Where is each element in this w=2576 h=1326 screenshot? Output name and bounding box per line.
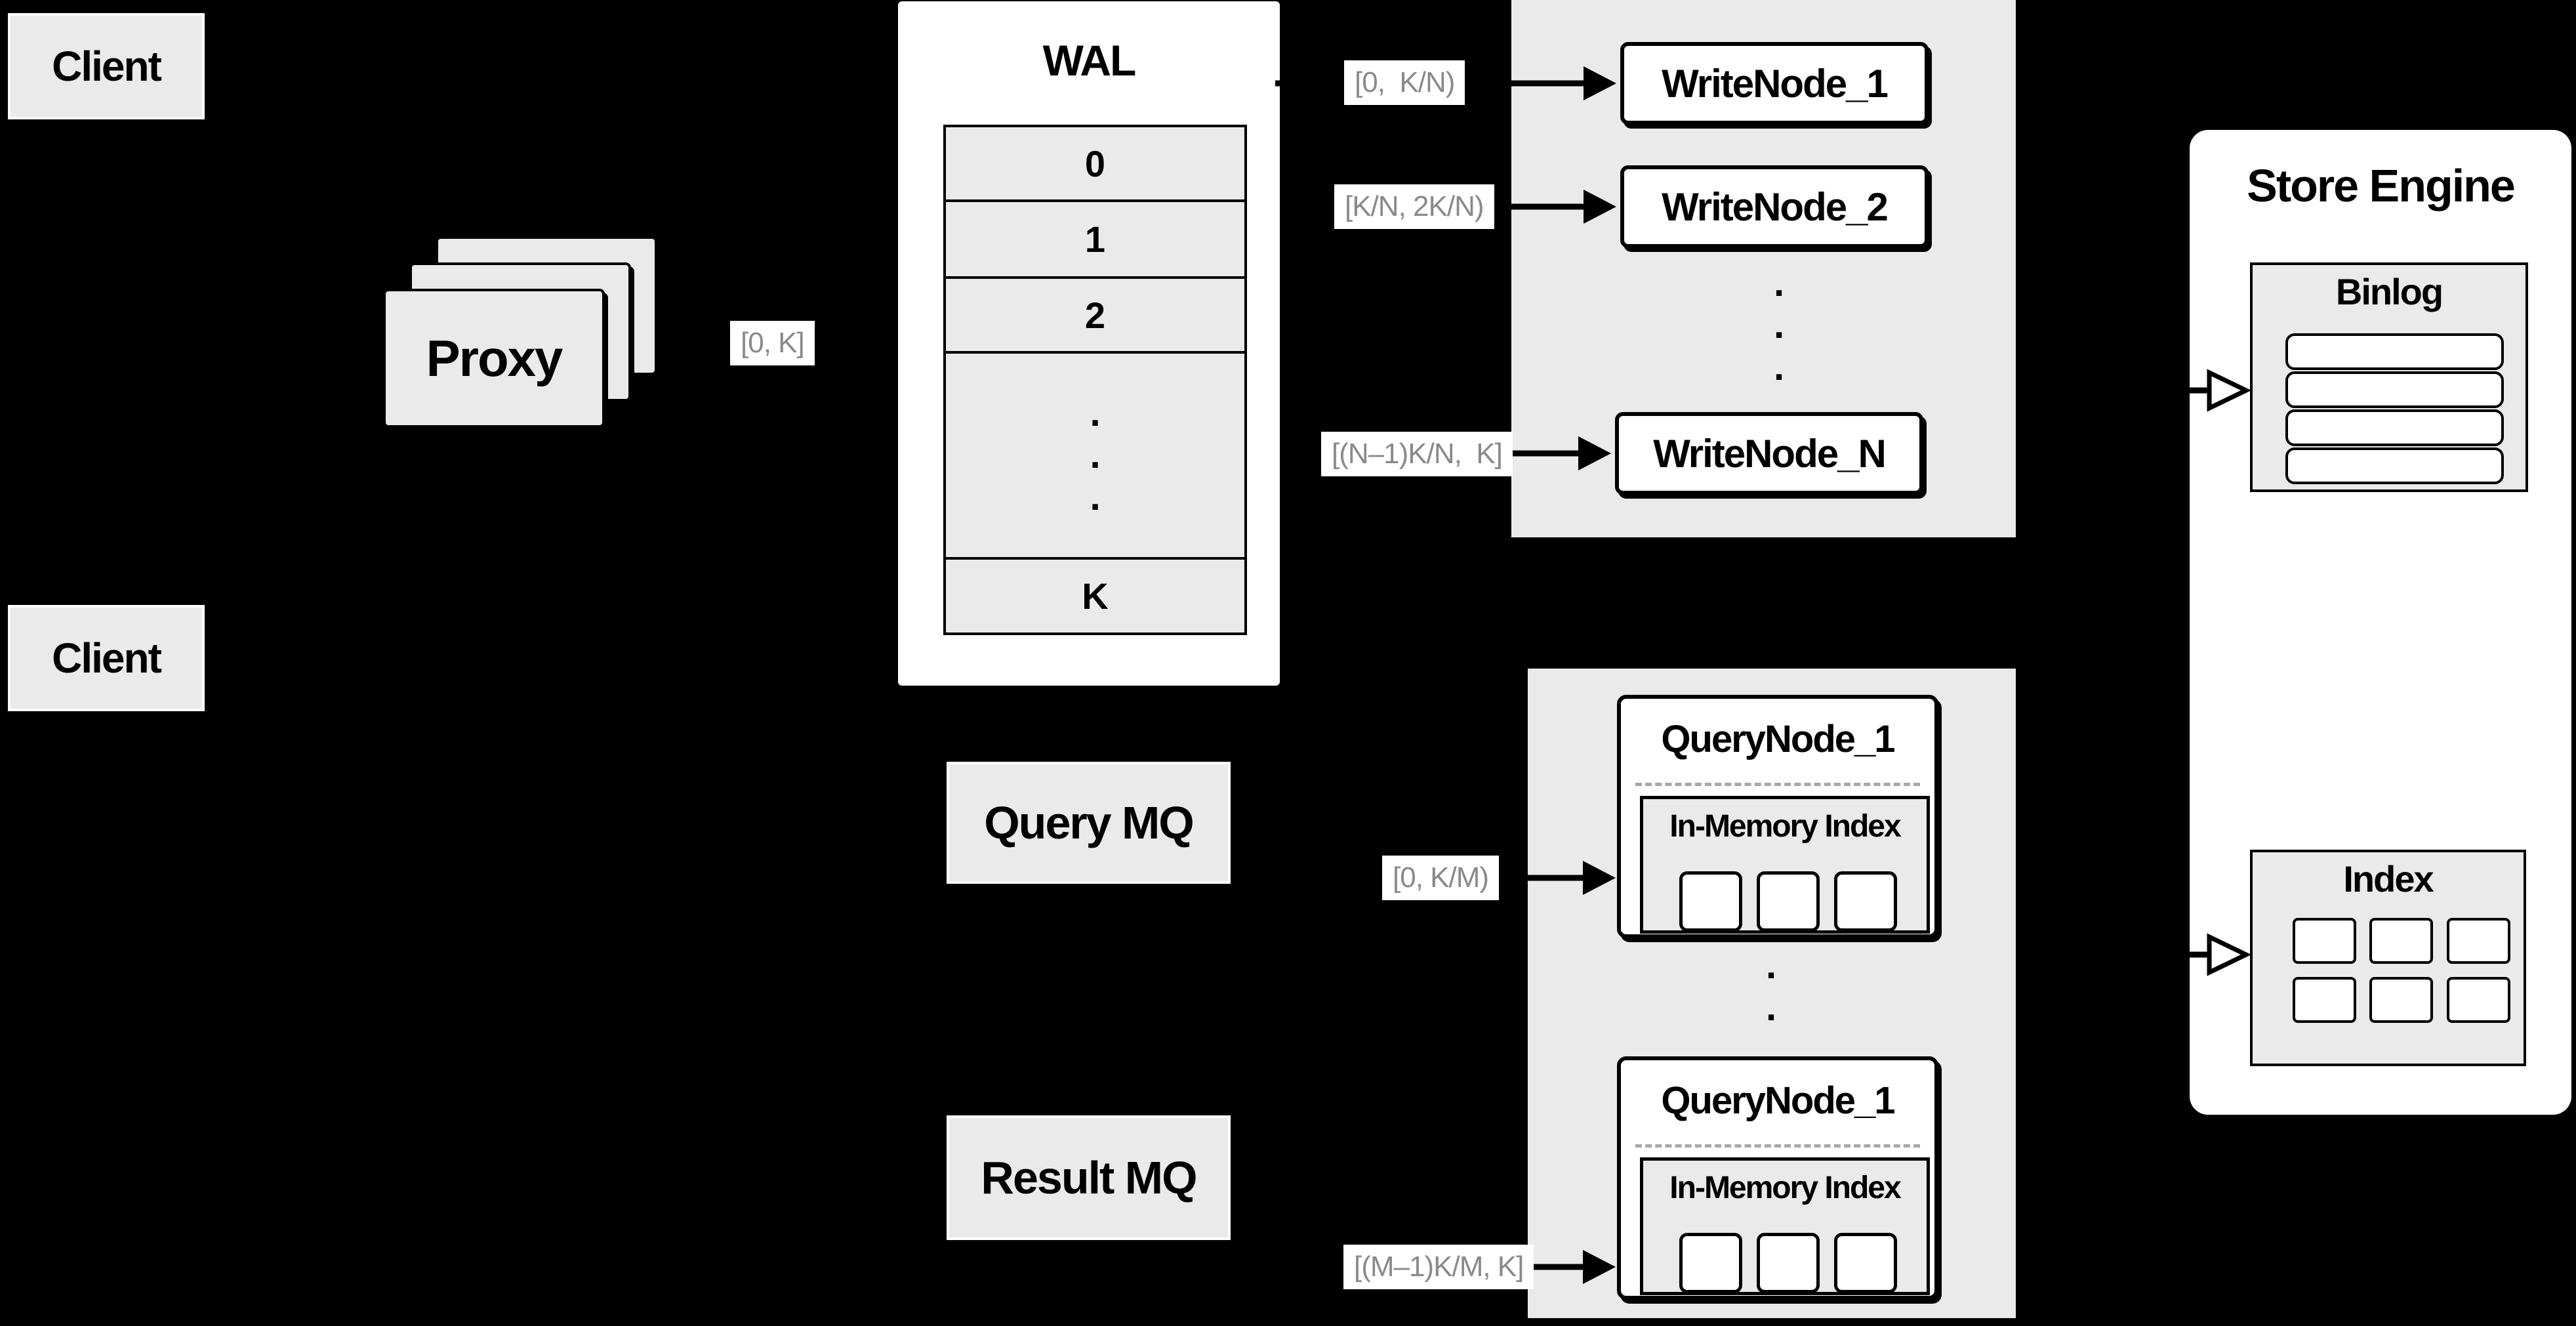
write-node-n-box: WriteNode_N [1615,412,1923,495]
range-label-writenode-2: [K/N, 2K/N) [1334,184,1494,229]
wal-row-2: 2 [946,276,1244,351]
wal-row-k: K [946,557,1244,632]
wal-row-ellipsis: . . . [946,351,1244,557]
range-label-writenode-n: [(N–1)K/N, K] [1321,432,1513,476]
wal-row-0: 0 [946,127,1244,199]
binlog-title: Binlog [2335,271,2443,312]
client-top-label: Client [52,43,162,90]
index-file [2293,918,2356,964]
range-label-querynode-m: [(M–1)K/M, K] [1343,1245,1534,1289]
query-mq-box: Query MQ [947,762,1231,884]
query-node-1-inmemory-index: In-Memory Index [1640,796,1930,934]
index-file [2293,977,2356,1023]
query-node-m-separator [1635,1144,1920,1148]
inmemory-index-title: In-Memory Index [1669,809,1901,844]
write-node-1-label: WriteNode_1 [1662,61,1889,106]
query-node-1-title: QueryNode_1 [1661,718,1895,760]
index-segment [1834,871,1897,932]
wal-row-1: 1 [946,199,1244,276]
binlog-segment-row [2285,409,2504,446]
write-node-2-box: WriteNode_2 [1620,165,1929,248]
index-segment [1757,871,1820,932]
proxy-box: Proxy [383,289,605,428]
range-label-writenode-1: [0, K/N) [1344,60,1465,105]
binlog-segment-row [2285,447,2504,484]
result-mq-label: Result MQ [981,1152,1197,1203]
query-node-m-title: QueryNode_1 [1661,1079,1895,1122]
wal-log-table: 0 1 2 . . . K [943,125,1247,635]
proxy-label: Proxy [426,329,563,387]
write-node-n-label: WriteNode_N [1653,431,1887,476]
inmemory-index-title: In-Memory Index [1669,1171,1901,1205]
query-nodes-container: QueryNode_1 In-Memory Index . . . QueryN… [1528,669,2016,1318]
range-label-querynode-1: [0, K/M) [1382,856,1500,900]
query-node-1-separator [1635,783,1920,786]
query-node-m-box: QueryNode_1 In-Memory Index [1617,1056,1938,1300]
write-node-1-box: WriteNode_1 [1620,42,1929,125]
binlog-segment-row [2285,371,2504,408]
index-file [2369,918,2433,964]
range-label-client-to-wal: [0, K] [730,321,815,365]
index-file [2447,977,2510,1023]
index-panel: Index [2250,850,2526,1066]
query-node-1-box: QueryNode_1 In-Memory Index [1617,695,1938,938]
index-file [2447,918,2510,964]
index-segment [1679,1233,1742,1293]
store-engine-box: Store Engine Binlog Index [2190,130,2571,1115]
arrow-into-index [2145,933,2252,976]
index-file [2369,977,2433,1023]
write-nodes-ellipsis: . . . [1773,262,1785,388]
binlog-panel: Binlog [2250,262,2528,492]
index-segment [1679,871,1742,932]
index-segment [1757,1233,1820,1293]
client-top-box: Client [8,13,205,119]
wal-title: WAL [1042,36,1137,85]
store-engine-title: Store Engine [2247,160,2516,211]
arrow-into-binlog [2145,369,2252,412]
client-bottom-label: Client [52,634,162,682]
wal-box: WAL 0 1 2 . . . K [898,1,1280,686]
client-bottom-box: Client [8,605,205,711]
result-mq-box: Result MQ [947,1115,1231,1240]
query-mq-label: Query MQ [984,797,1195,848]
write-node-2-label: WriteNode_2 [1662,184,1889,229]
binlog-segment-row [2285,333,2504,370]
query-node-m-inmemory-index: In-Memory Index [1640,1157,1930,1295]
index-segment [1834,1233,1897,1293]
index-title: Index [2343,858,2434,900]
